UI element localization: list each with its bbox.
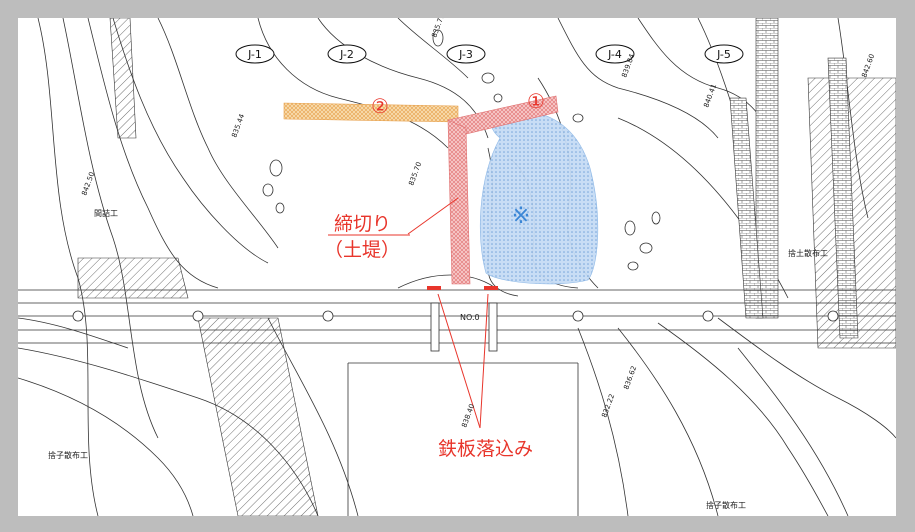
blue-excavation-area: [479, 111, 599, 285]
elev-e7: 836.62: [622, 365, 638, 391]
elev-e9: 840.41: [702, 83, 718, 109]
svg-text:J-3: J-3: [458, 48, 473, 61]
section-marker-j2: J-2: [327, 44, 367, 64]
riprap-strips: [729, 18, 859, 339]
steel-plate-leader-right: [479, 293, 489, 429]
section-marker-j1: J-1: [235, 44, 275, 64]
area-marker-1: ①: [527, 89, 545, 113]
station-label: NO.0: [460, 313, 480, 322]
area-marker-2: ②: [371, 94, 389, 118]
elev-e1: 835.71: [430, 18, 446, 39]
section-marker-j3: J-3: [446, 44, 486, 64]
elev-e3: 835.70: [407, 161, 423, 187]
svg-text:J-5: J-5: [716, 48, 731, 61]
hatched-zones: [77, 18, 896, 516]
elev-e4: 842.50: [80, 171, 96, 197]
pier-markers: [72, 302, 839, 352]
steel-plate-mark-left: [427, 286, 441, 290]
cofferdam-label-line2: （土堤）: [324, 239, 400, 261]
elev-e5: 838.40: [460, 403, 476, 429]
cofferdam-red-vertical: [447, 119, 471, 285]
x-mark: ※: [512, 204, 530, 229]
label-sutodo: 捨土散布工: [788, 248, 828, 258]
svg-text:J-4: J-4: [607, 48, 622, 61]
steel-plate-mark-right: [484, 286, 498, 290]
elev-e2: 835.44: [230, 112, 246, 138]
steel-plate-leader-left: [437, 293, 481, 429]
rock-outlines: [262, 29, 661, 271]
road-band: [18, 289, 896, 516]
plan-drawing-svg: J-1 J-2 J-3 J-4 J-5: [18, 18, 896, 516]
svg-text:J-1: J-1: [247, 48, 262, 61]
svg-text:J-2: J-2: [339, 48, 354, 61]
plan-drawing: J-1 J-2 J-3 J-4 J-5: [18, 18, 896, 516]
cofferdam-leader: [407, 197, 459, 235]
label-sutego-1: 捨子散布工: [48, 450, 88, 460]
cofferdam-label-line1: 締切り: [334, 213, 391, 235]
section-marker-j5: J-5: [704, 44, 744, 64]
label-madume: 間詰工: [94, 208, 118, 218]
section-markers: J-1 J-2 J-3 J-4 J-5: [235, 44, 744, 64]
steel-plate-label: 鉄板落込み: [438, 438, 533, 460]
elev-e8: 842.60: [860, 53, 876, 79]
label-sutego-2: 捨子散布工: [706, 500, 746, 510]
section-marker-j4: J-4: [595, 44, 635, 64]
